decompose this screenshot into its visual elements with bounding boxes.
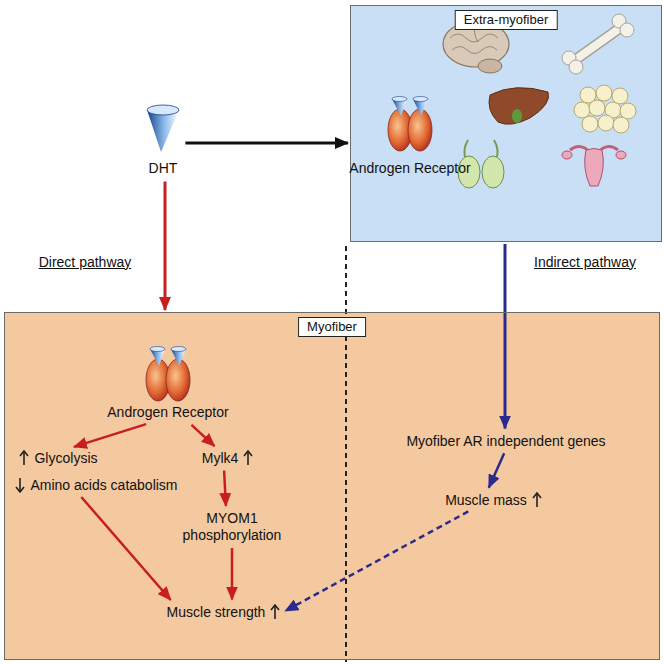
dht-cone <box>147 105 179 152</box>
arrow-mark-stroke <box>16 487 24 492</box>
region-box: Extra-myofiberAndrogen Receptor <box>350 5 662 242</box>
region-fill-part <box>350 5 662 242</box>
pathway-label: Direct pathway <box>39 254 132 271</box>
fat-cells-icon-part <box>596 85 612 101</box>
node-text: Mylk4 <box>202 450 239 467</box>
up-arrow-mark <box>18 450 30 466</box>
fat-cells-icon-part <box>589 100 605 116</box>
connector-arrow <box>185 142 348 145</box>
node-text: Glycolysis <box>34 450 97 467</box>
connector-arrow <box>191 425 214 446</box>
node-text: Muscle mass <box>445 492 527 509</box>
brain-icon-part <box>478 59 502 73</box>
fat-cells-icon-part <box>582 116 598 132</box>
node-text: Myofiber AR independent genes <box>406 433 605 450</box>
label-node: Amino acids catabolism <box>12 475 180 496</box>
label-node: MYOM1 phosphorylation <box>169 508 295 546</box>
node-text: Amino acids catabolism <box>30 477 177 494</box>
bone-icon-part <box>569 60 583 74</box>
connector-arrow <box>231 548 234 600</box>
arrow-mark-stroke <box>275 606 277 619</box>
connector-arrow <box>224 470 226 506</box>
connector-arrow <box>489 453 504 487</box>
connector-arrow <box>74 424 146 447</box>
label-node: Androgen Receptor <box>343 98 476 180</box>
uterus-icon <box>562 146 626 186</box>
up-arrow-mark <box>531 492 543 508</box>
uterus-icon-part <box>562 151 572 159</box>
down-arrow-mark <box>14 477 26 493</box>
testis-icon-part <box>482 156 504 188</box>
node-text: Androgen Receptor <box>107 404 228 421</box>
label-node: Myofiber AR independent genes <box>403 431 608 452</box>
node-text: Androgen Receptor <box>349 160 470 177</box>
receptor-icon <box>146 97 432 402</box>
connector-arrow <box>285 511 468 611</box>
label-node: Mylk4 <box>199 448 257 469</box>
up-arrow-mark <box>269 604 281 620</box>
label-node: Muscle mass <box>442 490 545 511</box>
fat-cells-icon-part <box>612 88 628 104</box>
receptor-icon-part <box>146 347 190 402</box>
region-heading: Myofiber <box>298 317 366 337</box>
bone-icon <box>562 14 634 74</box>
region-heading: Extra-myofiber <box>455 10 558 30</box>
arrow-mark-stroke <box>271 605 279 610</box>
receptor-icon-part <box>388 97 432 152</box>
label-node: Muscle strength <box>164 602 284 623</box>
arrow-mark-stroke <box>533 493 541 498</box>
arrow-mark-stroke <box>24 452 26 465</box>
divider-line-part <box>345 246 347 662</box>
up-arrow-mark <box>242 450 254 466</box>
liver-icon-part <box>512 109 522 123</box>
region-box: MyofiberAndrogen ReceptorGlycolysis Mylk4… <box>4 312 660 660</box>
divider-line <box>346 246 347 662</box>
node-text: Muscle strength <box>167 604 266 621</box>
fat-cells-icon-part <box>598 115 614 131</box>
fat-cells-icon-part <box>613 117 629 133</box>
region-fill <box>4 5 662 660</box>
bone-icon-part <box>575 28 620 60</box>
bone-icon-part <box>620 23 634 37</box>
liver-icon <box>489 88 549 125</box>
connector-arrow <box>81 497 170 600</box>
fat-cells-icon-part <box>620 103 636 119</box>
uterus-icon-part <box>616 151 626 159</box>
label-node: DHT <box>143 90 184 180</box>
region-fill-part <box>4 312 660 660</box>
node-text: DHT <box>149 160 178 177</box>
arrow-mark-stroke <box>244 451 252 456</box>
uterus-icon-part <box>585 149 604 187</box>
dht-cone-part <box>147 110 179 152</box>
liver-icon-part <box>489 88 549 125</box>
connector-arrow <box>164 182 167 311</box>
label-node: Androgen Receptor <box>101 344 234 424</box>
connector-arrow <box>504 244 507 429</box>
arrow-mark-stroke <box>20 451 28 456</box>
bone-icon-part <box>575 28 620 60</box>
arrow-mark-stroke <box>247 452 249 465</box>
fat-cells-icon-part <box>574 102 590 118</box>
arrow-mark-stroke <box>536 494 538 507</box>
dht-cone-part <box>147 105 179 115</box>
node-text: MYOM1 phosphorylation <box>172 510 292 544</box>
arrow-mark-stroke <box>20 478 22 491</box>
fat-cells-icon <box>574 85 636 133</box>
pathway-label: Indirect pathway <box>534 254 636 271</box>
label-node: Glycolysis <box>16 448 100 469</box>
